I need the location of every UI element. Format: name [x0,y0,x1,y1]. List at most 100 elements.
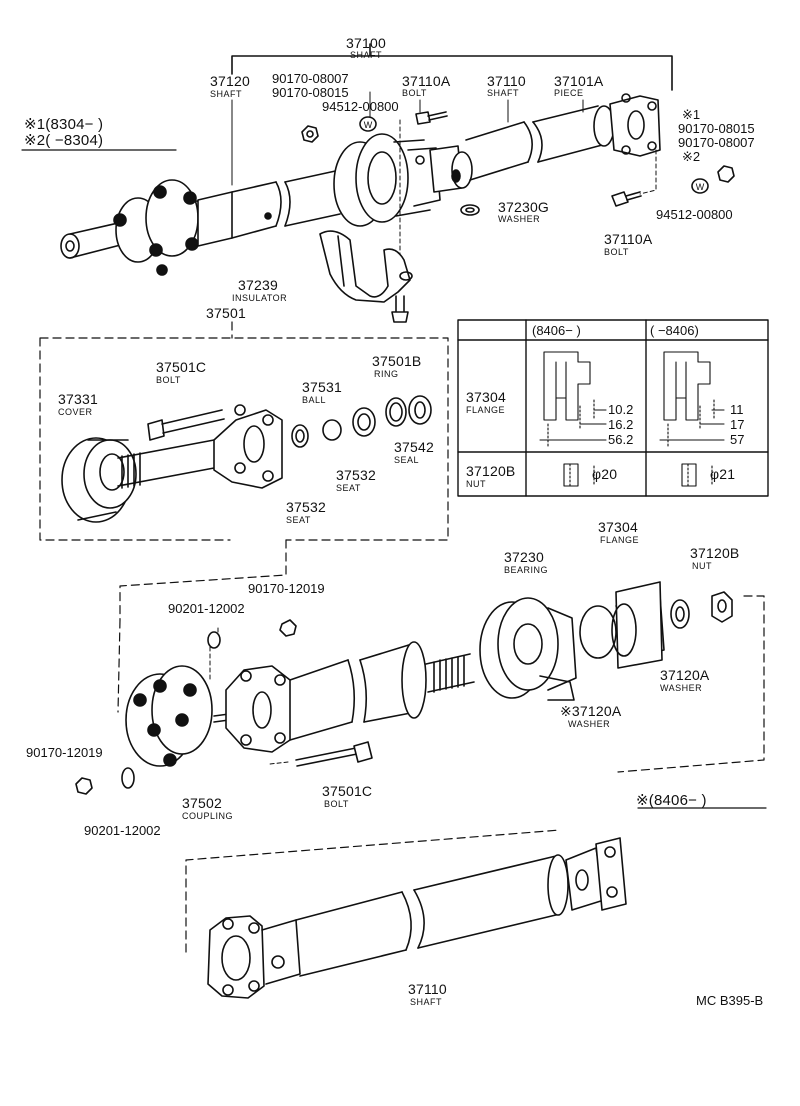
label-37110a-right-num: 37110A [604,231,653,247]
svg-text:W: W [364,120,373,130]
top-universal-joint [429,145,473,193]
nut-37120b [711,591,733,623]
label-37542-name: SEAL [394,455,420,465]
bolt-37501c-top [147,409,225,441]
nut-90170-left [75,777,93,795]
top-shaft-assembly: W W [21,43,735,323]
label-37110-top-num: 37110 [487,73,526,89]
label-37120b-bottom-name: NUT [692,561,712,571]
legend-note-bottom: ※(8406− ) [636,792,707,809]
label-90170-12019-left: 90170-12019 [26,745,103,760]
bolt-37501c-bottom [269,741,373,767]
label-90170-08015: 90170-08015 [272,85,349,100]
coupling-37502 [125,665,213,767]
label-37110a-top-name: BOLT [402,88,427,98]
label-37239-name: INSULATOR [232,293,288,303]
label-37101a-name: PIECE [554,88,584,98]
table-col1-header: (8406− ) [532,323,581,338]
label-37532-b-num: 37532 [286,499,326,515]
label-37120-num: 37120 [210,73,250,89]
label-37501b-num: 37501B [372,353,422,369]
label-37110-bottom-name: SHAFT [410,997,443,1007]
spec-table [457,319,769,497]
table-dim-new-1: 10.2 [608,402,634,417]
seal-37542 [408,395,432,425]
label-37120a-num: 37120A [660,667,710,683]
label-37531-num: 37531 [302,379,342,395]
label-37110a-top-num: 37110A [402,73,451,89]
label-94512-right: 94512-00800 [656,207,733,222]
label-37239-num: 37239 [238,277,278,293]
label-90170-08007: 90170-08007 [272,71,349,86]
label-37304-bottom-name: FLANGE [600,535,640,545]
legend-note-2: ※2( −8304) [24,132,104,149]
table-col2-header: ( −8406) [650,323,699,338]
table-dim-old-1: 11 [730,402,744,417]
table-row1-num: 37304 [466,389,506,405]
flange-37304 [579,581,665,669]
flange-sketch-new [539,351,607,447]
label-37502-name: COUPLING [182,811,234,821]
legend-note-1: ※1(8304− ) [24,116,104,133]
label-37331-name: COVER [58,407,93,417]
center-bearing-37230 [479,597,577,701]
ring-37501b [385,397,407,427]
label-37120a-star-name: WASHER [568,719,611,729]
label-37120-name: SHAFT [210,89,243,99]
label-right-90170-08015: 90170-08015 [678,121,755,136]
nut-icon-right [717,165,735,183]
label-37101a-num: 37101A [554,73,604,89]
ball-37531 [322,419,342,441]
shaft-end-stub [60,233,80,259]
label-37532-a-num: 37532 [336,467,376,483]
table-dim-new-2: 16.2 [608,417,634,432]
nut-90170-top [279,619,297,637]
table-dim-old-3: 57 [730,432,745,447]
washer-37120a [670,599,690,629]
rear-flange-yoke [609,93,661,157]
svg-text:W: W [696,182,705,192]
label-37501b-name: RING [374,369,399,379]
label-37501c-top-name: BOLT [156,375,181,385]
cover-37331 [61,437,137,523]
rear-shaft-body [465,105,615,181]
label-37501: 37501 [206,305,246,321]
label-37230-num: 37230 [504,549,544,565]
label-37120b-bottom-num: 37120B [690,545,740,561]
label-37120a-star-num: ※37120A [560,703,622,719]
label-90201-12002-bottom: 90201-12002 [84,823,161,838]
washer-90201-bottom [121,767,135,789]
table-row2-num: 37120B [466,463,516,479]
label-37542-num: 37542 [394,439,434,455]
label-right-90170-08007: 90170-08007 [678,135,755,150]
label-37230g-name: WASHER [498,214,541,224]
nut-sketch-new [563,463,595,487]
label-37532-b-name: SEAT [286,515,311,525]
label-94512-top: 94512-00800 [322,99,399,114]
table-row1-name: FLANGE [466,405,506,415]
insulator-bracket [319,230,413,303]
label-37502-num: 37502 [182,795,222,811]
label-37501c-top-num: 37501C [156,359,207,375]
bolt-right-icon [611,191,642,207]
label-37120a-name: WASHER [660,683,703,693]
bolt-top-icon [415,111,448,125]
table-dim-new-3: 56.2 [608,432,634,447]
washer-icon-right [691,178,709,194]
top-flexible-coupling [113,179,216,276]
table-dim-old-2: 17 [730,417,745,432]
table-row2-name: NUT [466,479,486,489]
seat-left [291,424,309,448]
flange-sketch-old [659,351,725,447]
label-37501c-bottom-num: 37501C [322,783,373,799]
diagram-code: MC B395-B [696,993,764,1008]
yoke-shaft-37501 [117,404,283,489]
front-shaft-body [231,169,341,239]
nut-sketch-old [681,463,713,487]
label-37532-a-name: SEAT [336,483,361,493]
label-37331-num: 37331 [58,391,98,407]
coupling-kit-box [39,321,449,621]
label-37110-bottom-num: 37110 [408,981,447,997]
middle-flange-yoke [225,665,291,753]
